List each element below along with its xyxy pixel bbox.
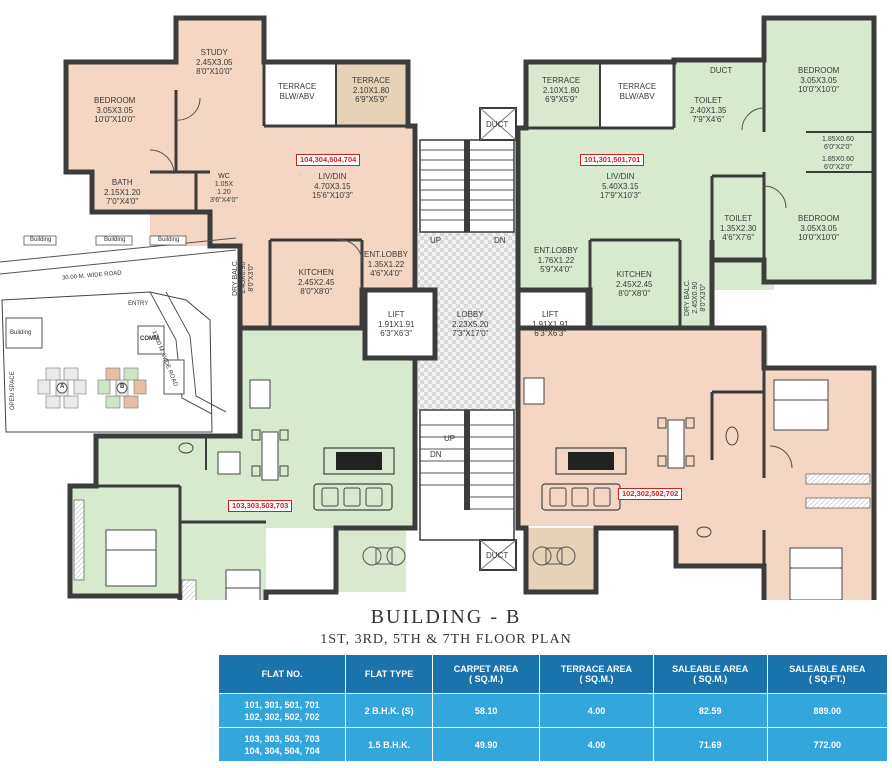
- bedroom-r2-area: [764, 172, 874, 282]
- col-saleable-sqm: SALEABLE AREA ( SQ.M.): [652, 654, 768, 694]
- cell-saleable-sqm: 71.69: [652, 727, 768, 762]
- toilet-r2-area: [712, 176, 764, 260]
- cell-saleable-sqm: 82.59: [652, 693, 768, 728]
- col-carpet-area: CARPET AREA ( SQ.M.): [432, 654, 541, 694]
- duct-label-top: DUCT: [486, 120, 509, 129]
- floor-plan: Building Building Building 30.00 M. WIDE…: [0, 15, 877, 635]
- map-wing-a: A: [60, 384, 65, 390]
- toilet-r1-area: [674, 60, 766, 128]
- map-open-space: OPEN SPACE: [10, 371, 16, 410]
- terrace-br-area: [526, 528, 596, 592]
- col-terrace-area: TERRACE AREA ( SQ.M.): [539, 654, 654, 694]
- cell-terrace: 4.00: [539, 727, 654, 762]
- floor-plan-drawing: [0, 15, 877, 635]
- stair-dn-bottom: DN: [430, 450, 442, 459]
- terrace-blw-r-area: [600, 62, 674, 128]
- col-flat-no: FLAT NO.: [217, 654, 347, 694]
- map-entry: ENTRY: [128, 301, 149, 307]
- wing-a-shape: [37, 367, 87, 409]
- flat-tag-bottom-left: 103,303,503,703: [228, 500, 293, 512]
- cell-saleable-sqft: 772.00: [766, 727, 889, 762]
- flat-top-left: [63, 15, 418, 349]
- col-saleable-sqft: SALEABLE AREA ( SQ.FT.): [766, 654, 889, 694]
- livdin-l-area: [150, 126, 415, 246]
- bedroom-r1-area: [764, 18, 874, 132]
- livdin-bl-area: [240, 328, 415, 528]
- flat-bottom-right: [515, 325, 877, 635]
- stair-up-bottom: UP: [444, 434, 456, 443]
- flat-tag-top-right: 101,301,501,701: [580, 154, 645, 166]
- terrace-l-area: [336, 62, 406, 126]
- map-building-3: Building: [158, 237, 180, 243]
- flat-top-right: [515, 15, 877, 349]
- terrace-r-area: [526, 62, 600, 128]
- key-map: [0, 235, 237, 433]
- map-building-1: Building: [30, 237, 52, 243]
- area-table-header: FLAT NO. FLAT TYPE CARPET AREA ( SQ.M.) …: [217, 654, 889, 694]
- lift-left: [362, 287, 438, 361]
- cell-terrace: 4.00: [539, 693, 654, 728]
- stair-up-top: UP: [430, 236, 442, 245]
- duct-label-right: DUCT: [710, 66, 733, 75]
- duct-label-bottom: DUCT: [486, 551, 509, 560]
- stair-dn-top: DN: [494, 236, 506, 245]
- terrace-blw-l-area: [264, 62, 336, 126]
- flat-bottom-left: [67, 325, 418, 635]
- cell-flat-type: 2 B.H.K. (S): [345, 693, 434, 728]
- plan-title: BUILDING - B: [370, 606, 522, 628]
- terrace-bl-area: [336, 528, 406, 592]
- cell-flat-type: 1.5 B.H.K.: [345, 727, 434, 762]
- plan-subtitle: 1ST, 3RD, 5TH & 7TH FLOOR PLAN: [320, 632, 572, 647]
- map-wing-b: B: [120, 384, 125, 390]
- cell-saleable-sqft: 889.00: [766, 693, 889, 728]
- cell-carpet: 58.10: [432, 693, 541, 728]
- map-building-2: Building: [104, 237, 126, 243]
- area-table: FLAT NO. FLAT TYPE CARPET AREA ( SQ.M.) …: [217, 654, 889, 762]
- kitchen-l-area: [240, 240, 362, 328]
- map-building-small: Building: [10, 330, 32, 336]
- core: [362, 107, 591, 571]
- map-comm: COMM: [140, 336, 159, 342]
- col-flat-type: FLAT TYPE: [345, 654, 434, 694]
- study-area: [176, 18, 264, 126]
- entlobby-l-area: [362, 240, 415, 290]
- cell-carpet: 49.90: [432, 727, 541, 762]
- flat-tag-top-left: 104,304,504,704: [296, 154, 361, 166]
- kitchen-r-area: [590, 240, 712, 328]
- flat-tag-bottom-right: 102,302,502,702: [618, 488, 683, 500]
